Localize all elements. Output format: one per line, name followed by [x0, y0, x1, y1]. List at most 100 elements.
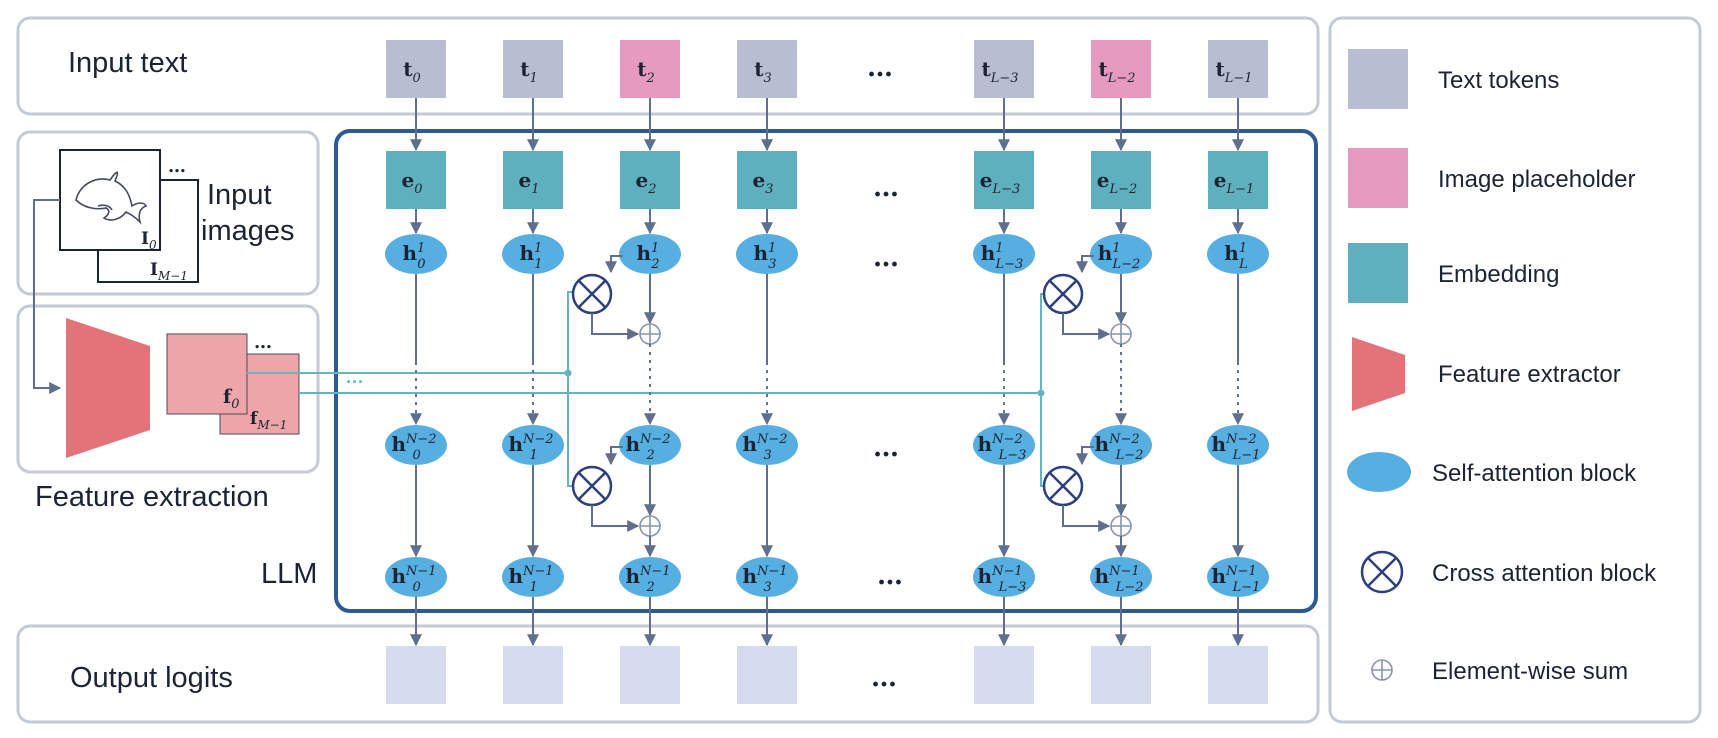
element-sum-icon [1110, 323, 1132, 345]
input-text-panel [16, 16, 1320, 116]
output-logit [503, 646, 563, 704]
llm-label: LLM [261, 558, 317, 590]
ellipsis-column: … … … … … … [867, 53, 903, 693]
input-images-label-line2: images [201, 215, 295, 247]
self-attention-block [1090, 557, 1152, 597]
feature-last-label: fM−1 [250, 409, 287, 432]
element-sum-icon [1371, 659, 1393, 681]
cross-attention-block [1042, 465, 1084, 507]
input-images-panel [16, 130, 320, 296]
legend-item: Element-wise sum [1371, 658, 1628, 685]
self-attention-block [619, 234, 681, 274]
image-placeholder-token [1091, 40, 1151, 98]
output-logit [620, 646, 680, 704]
self-attention-block [385, 234, 447, 274]
hidden-to-cross-arrow [605, 446, 623, 466]
embedding-label: e3 [752, 168, 773, 197]
embedding-block [620, 151, 680, 209]
feature-junction-a [564, 369, 572, 377]
legend-label: Feature extractor [1438, 361, 1621, 388]
image-to-extractor-arrow [33, 199, 62, 394]
token-label: t0 [403, 57, 421, 86]
text-token [386, 40, 446, 98]
embedding-label: e0 [401, 168, 422, 197]
legend-item: Feature extractor [1352, 337, 1621, 411]
image-more-ellipsis: … [168, 156, 186, 177]
legend-item: Image placeholder [1348, 148, 1635, 208]
embedding-label: e2 [635, 168, 656, 197]
text-token [974, 40, 1034, 98]
self-attention-block [973, 234, 1035, 274]
dolphin-sketch-icon [75, 171, 148, 225]
feature-connector-dots: ··· [346, 372, 364, 392]
element-sum-icon [639, 323, 661, 345]
embedding-swatch [1348, 243, 1408, 303]
cross-to-sum-arrow [1062, 313, 1111, 340]
self-attention-block [502, 557, 564, 597]
legend-item: Cross attention block [1360, 550, 1657, 594]
self-attention-block [619, 557, 681, 597]
embedding-label: e1 [518, 168, 539, 197]
output-logits-label: Output logits [70, 662, 233, 694]
output-logit [386, 646, 446, 704]
text-token [737, 40, 797, 98]
embedding-block [1091, 151, 1151, 209]
legend-item: Text tokens [1348, 49, 1559, 109]
self-attention-block [973, 557, 1035, 597]
self-attention-block [1207, 557, 1269, 597]
cross-to-sum-arrow [591, 313, 640, 340]
token-label: tL−3 [981, 57, 1018, 86]
output-logit [974, 646, 1034, 704]
legend-label: Embedding [1438, 261, 1559, 288]
self-attention-icon [1347, 452, 1411, 492]
embedding-block [1208, 151, 1268, 209]
text-token-swatch [1348, 49, 1408, 109]
self-attention-block [385, 557, 447, 597]
cross-attention-icon [1360, 550, 1404, 594]
token-label: t2 [637, 57, 655, 86]
text-token [503, 40, 563, 98]
self-attention-block [973, 425, 1035, 465]
token-ellipsis: … [867, 53, 893, 83]
cross-to-sum-arrow [591, 505, 640, 532]
self-attention-block [736, 557, 798, 597]
self-attention-block [502, 234, 564, 274]
hidden-to-cross-arrow [605, 255, 623, 274]
self-attention-block [736, 234, 798, 274]
embedding-label: eL−3 [980, 168, 1021, 197]
self-attention-block [1207, 234, 1269, 274]
hidden-n2-ellipsis: … [873, 433, 899, 463]
legend-item: Embedding [1348, 243, 1559, 303]
feature-extractor-icon [1352, 337, 1405, 411]
feature-extraction-label: Feature extraction [35, 481, 269, 513]
feature-junction-b [1037, 389, 1045, 397]
feature-first-label: f0 [223, 386, 239, 412]
image-last-label: IM−1 [150, 260, 188, 283]
feature-extractor-icon [66, 318, 150, 458]
image-placeholder-token [620, 40, 680, 98]
self-attention-block [1090, 234, 1152, 274]
self-attention-block [619, 425, 681, 465]
cross-attention-block [1042, 273, 1084, 315]
self-attention-block [1207, 425, 1269, 465]
legend-label: Text tokens [1438, 67, 1559, 94]
output-logit [1091, 646, 1151, 704]
legend-label: Cross attention block [1432, 560, 1657, 587]
text-token [1208, 40, 1268, 98]
